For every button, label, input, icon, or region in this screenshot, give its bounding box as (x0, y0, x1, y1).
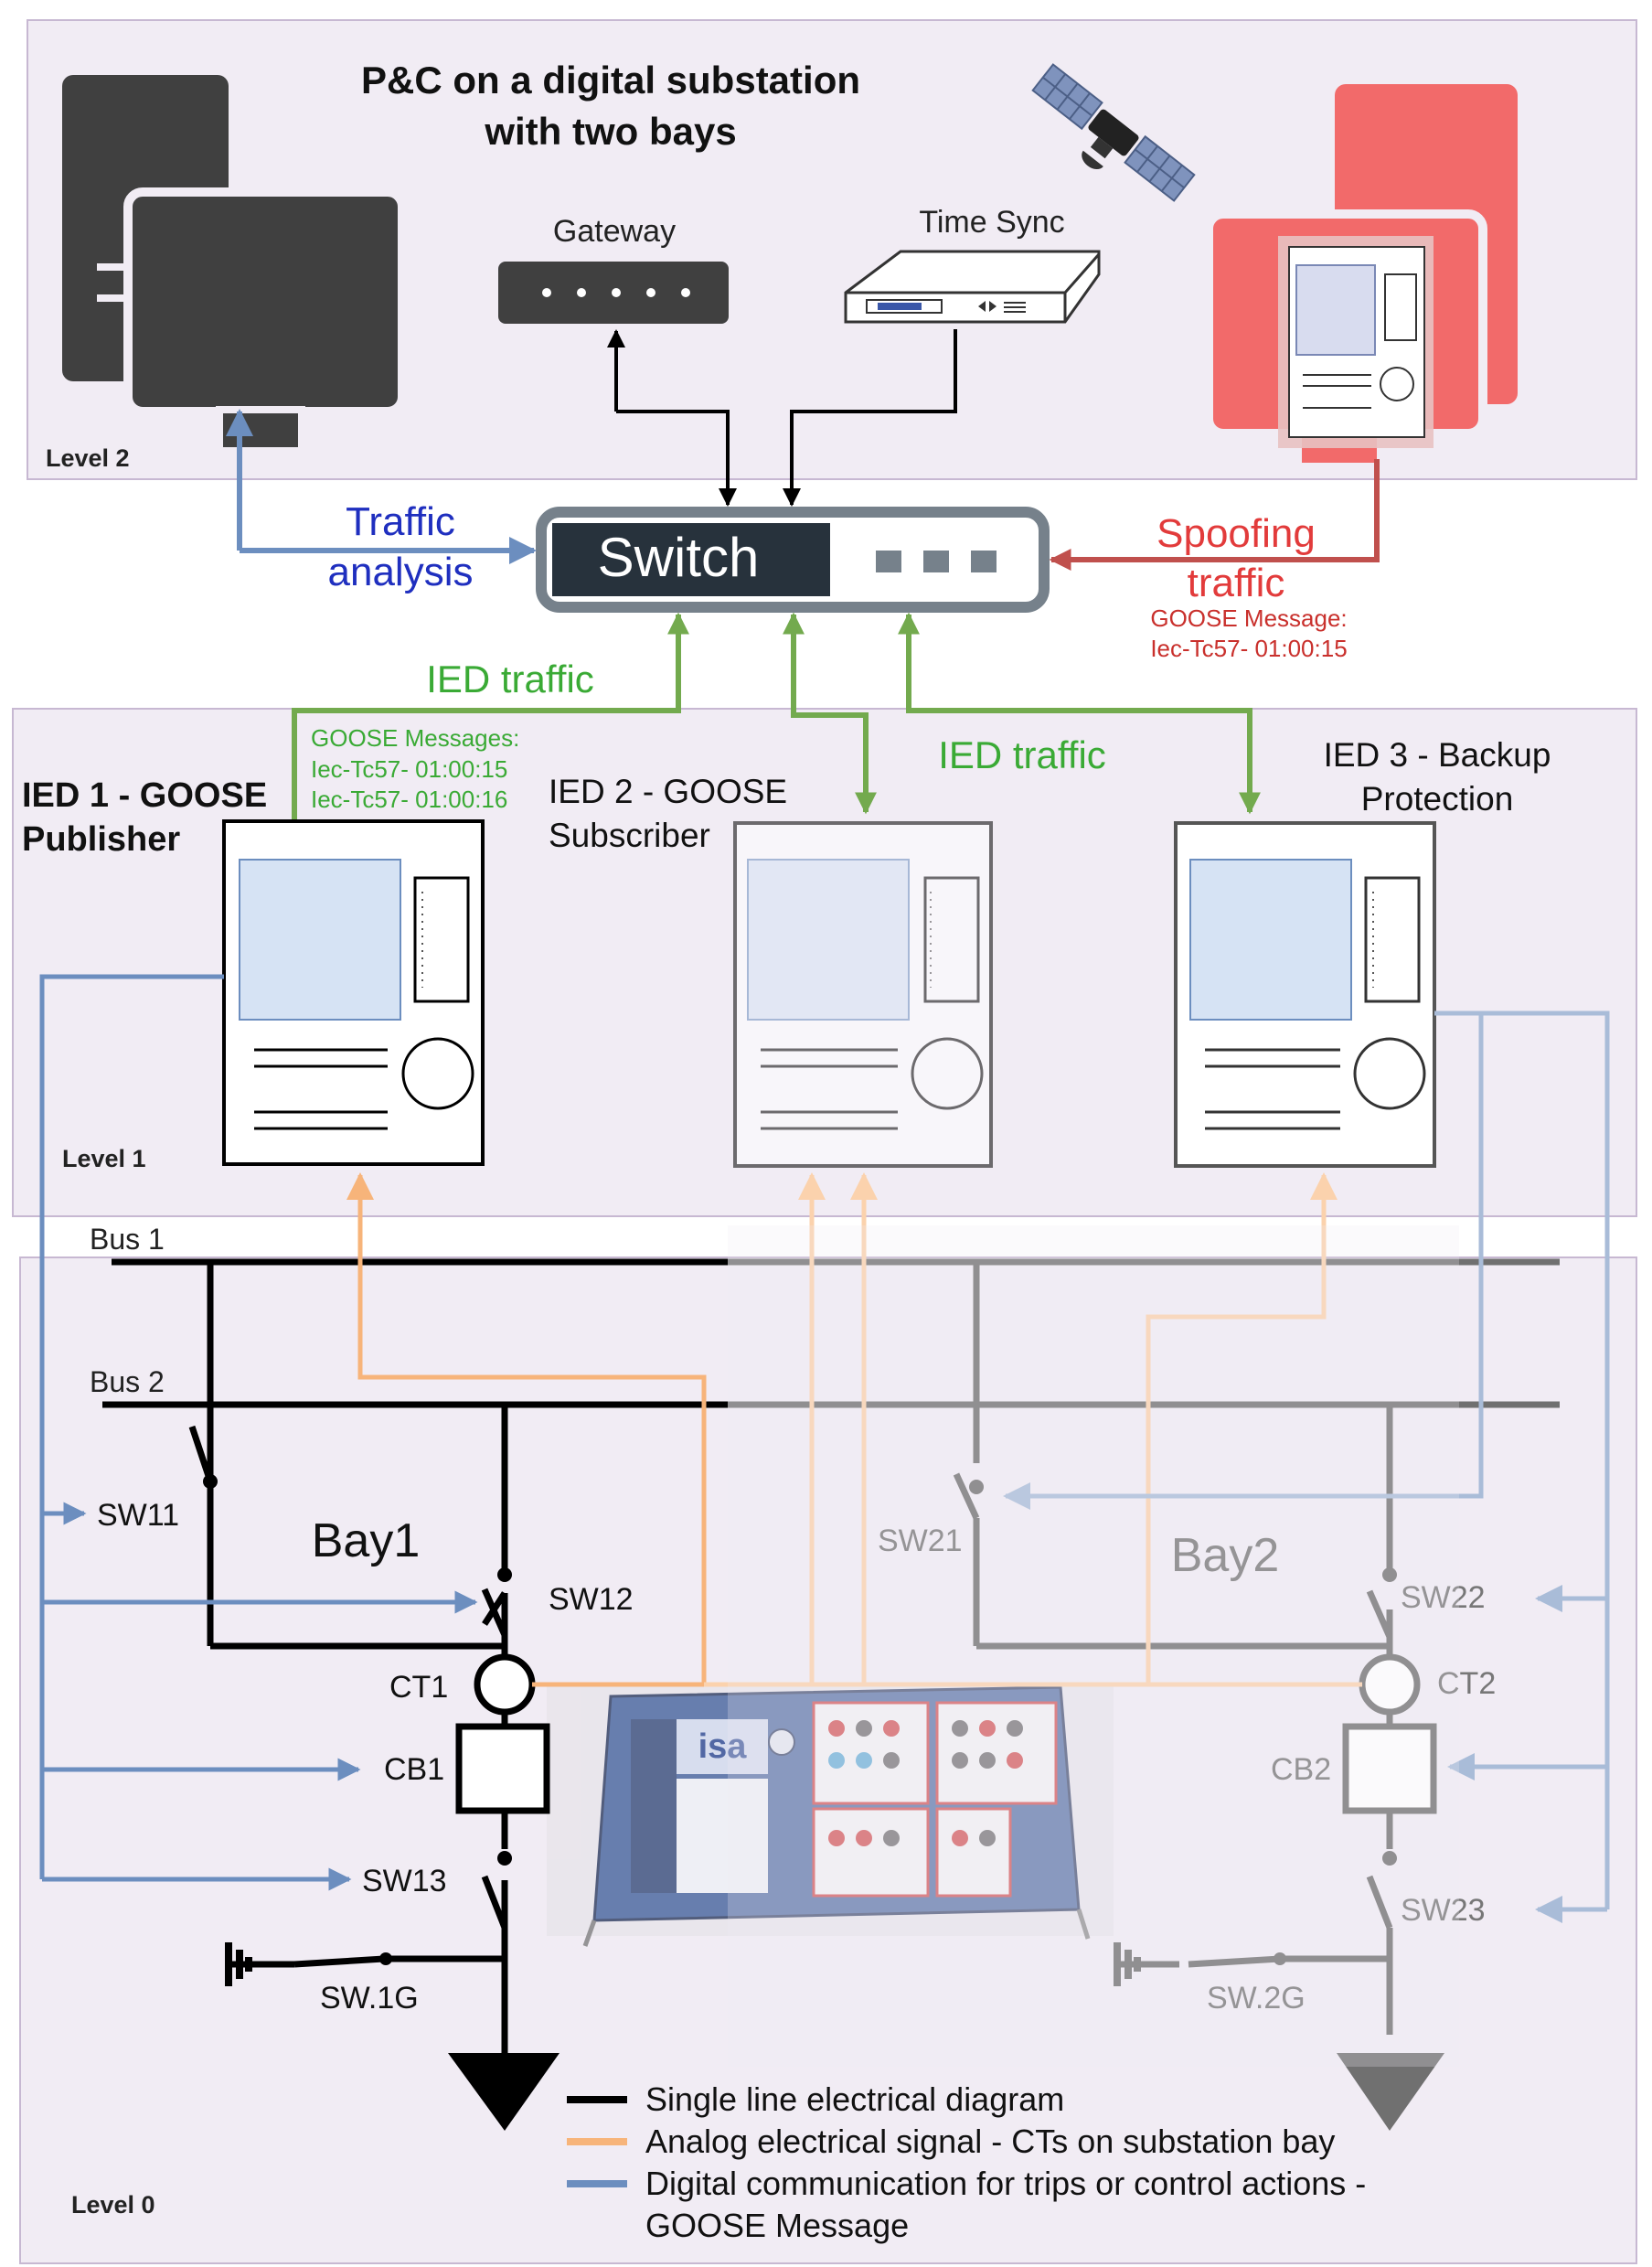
sw13-label: SW13 (362, 1864, 447, 1898)
gateway-icon (498, 262, 729, 324)
cb1-symbol (455, 1723, 550, 1814)
switch-label: Switch (598, 527, 760, 588)
sw23-label: SW23 (1401, 1893, 1486, 1928)
sw11-label: SW11 (97, 1498, 179, 1533)
analog-signal-faded (704, 1172, 1362, 1687)
load1-arrow (448, 2053, 560, 2131)
spoofed-ied-icon (1278, 236, 1434, 448)
sw21-symbol (953, 1472, 984, 1520)
legend: Single line electrical diagram Analog el… (567, 2080, 1366, 2244)
goose-messages-label-1: GOOSE Messages: (311, 724, 519, 752)
sw23-symbol (1366, 1851, 1397, 1930)
spoofing-link (1049, 459, 1380, 571)
legend-item-analog: Analog electrical signal - CTs on substa… (645, 2123, 1335, 2160)
bay1-single-line (207, 1262, 508, 2035)
switch-icon (536, 507, 1050, 613)
cb2-label: CB2 (1271, 1752, 1331, 1787)
bay2-single-line (973, 1262, 1393, 2035)
spoofing-message-label-2: Iec-Tc57- 01:00:15 (1150, 635, 1347, 662)
ct1-label: CT1 (389, 1670, 448, 1705)
sw2g-symbol (1188, 1952, 1286, 1968)
cb2-symbol (1342, 1723, 1437, 1814)
ied3-label-1: IED 3 - Backup (1324, 736, 1551, 774)
ied2-label-2: Subscriber (549, 817, 710, 854)
bus2-label: Bus 2 (90, 1365, 165, 1398)
spoofing-label-2: traffic (1188, 561, 1285, 605)
legend-item-electrical: Single line electrical diagram (645, 2080, 1064, 2118)
sw21-label: SW21 (878, 1524, 963, 1558)
ct1-symbol (474, 1653, 536, 1716)
digital-trip-lines-bay2 (1003, 1011, 1610, 1923)
sw1g-label: SW.1G (320, 1981, 419, 2016)
ct2-label: CT2 (1437, 1666, 1496, 1701)
legend-item-digital-2: GOOSE Message (645, 2207, 909, 2244)
gateway-switch-link (607, 329, 737, 507)
sw13-symbol (481, 1851, 512, 1930)
level1-label: Level 1 (62, 1145, 146, 1172)
analog-signal-bay1 (346, 1172, 707, 1687)
sw22-symbol (1366, 1567, 1397, 1639)
satellite-icon (1031, 63, 1196, 202)
sw22-label: SW22 (1401, 1580, 1486, 1615)
title-line1: P&C on a digital substation (361, 59, 860, 102)
ied-traffic-links (292, 612, 1261, 823)
ied1-icon (222, 819, 485, 1166)
spoofing-label-1: Spoofing (1156, 511, 1316, 556)
sw1g-symbol (283, 1952, 392, 1968)
time-sync-label: Time Sync (919, 205, 1064, 240)
sw12-symbol (481, 1567, 512, 1637)
cb1-label: CB1 (384, 1752, 444, 1787)
ied2-icon (733, 821, 993, 1168)
ied3-icon (1174, 821, 1436, 1168)
ied3-label-2: Protection (1361, 780, 1514, 818)
level2-label: Level 2 (46, 444, 130, 472)
ied1-label-1: IED 1 - GOOSE (22, 776, 267, 815)
test-set-logo: isa (698, 1727, 748, 1766)
sw11-symbol (188, 1425, 218, 1489)
traffic-analysis-link (226, 409, 537, 564)
goose-messages-label-2: Iec-Tc57- 01:00:15 (311, 755, 507, 783)
title-line2: with two bays (484, 110, 736, 153)
bus1-label: Bus 1 (90, 1223, 165, 1256)
traffic-analysis-label-1: Traffic (346, 499, 455, 544)
relay-test-set-icon: isa (547, 1684, 1114, 1947)
gateway-label: Gateway (553, 214, 676, 249)
sw12-label: SW12 (549, 1582, 634, 1617)
hmi-computer-icon (62, 75, 407, 454)
ied1-label-2: Publisher (22, 820, 180, 859)
time-sync-icon (844, 250, 1101, 324)
sw2g-label: SW.2G (1207, 1981, 1306, 2016)
load2-arrow (1337, 2053, 1444, 2131)
timesync-switch-link (783, 329, 957, 507)
ied-traffic-label-1: IED traffic (426, 658, 594, 700)
ground1-icon (225, 1942, 252, 1986)
bay2-fade-overlay (728, 1225, 1459, 2067)
level0-label: Level 0 (71, 2191, 155, 2219)
goose-messages-label-3: Iec-Tc57- 01:00:16 (311, 786, 507, 813)
spoofing-message-label-1: GOOSE Message: (1150, 604, 1347, 632)
legend-item-digital-1: Digital communication for trips or contr… (645, 2165, 1366, 2202)
bay2-label: Bay2 (1171, 1529, 1280, 1582)
traffic-analysis-label-2: analysis (328, 550, 474, 594)
digital-trip-lines-bay1 (39, 974, 478, 1891)
ied2-label-1: IED 2 - GOOSE (549, 773, 787, 810)
ied-traffic-label-2: IED traffic (938, 733, 1106, 776)
ground2-icon (1114, 1942, 1141, 1986)
bay1-label: Bay1 (312, 1514, 421, 1567)
